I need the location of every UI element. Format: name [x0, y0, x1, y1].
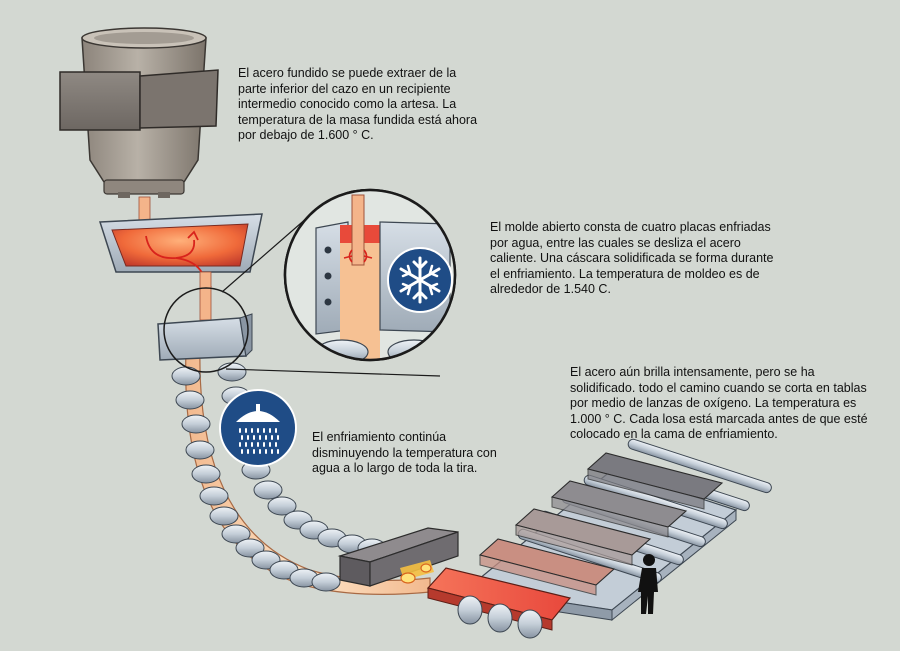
caption-ladle: El acero fundido se puede extraer de la …	[238, 66, 478, 142]
cooling-slab	[478, 538, 616, 596]
strand-roller	[181, 414, 211, 434]
mold-zoom-detail	[283, 188, 457, 362]
cooling-slab	[586, 452, 724, 510]
caption-slab-cutting: El acero aún brilla intensamente, pero s…	[570, 365, 868, 441]
strand-roller	[209, 506, 239, 526]
strand-roller	[175, 390, 205, 410]
cut-slab	[337, 527, 459, 587]
strand-roller	[199, 486, 229, 506]
shower-icon	[219, 389, 297, 467]
cooling-slabs	[478, 452, 724, 596]
cooling-slab	[550, 480, 688, 538]
cooling-slab	[514, 508, 652, 566]
strand-roller	[235, 538, 265, 558]
ladle	[59, 27, 219, 198]
snowflake-icon	[387, 247, 453, 313]
mold	[157, 313, 253, 361]
strand-roller	[185, 440, 215, 460]
strand-roller	[221, 524, 251, 544]
front-rollers	[457, 595, 543, 639]
caption-mold: El molde abierto consta de cuatro placas…	[490, 220, 774, 296]
bed-roller	[627, 438, 772, 494]
strand-roller	[191, 464, 221, 484]
strand-roller	[311, 572, 341, 592]
strand-roller	[267, 496, 297, 516]
tundish-nozzle	[199, 271, 212, 321]
zoom-source-ring	[163, 287, 249, 373]
strand-roller	[171, 366, 201, 386]
strand-roller	[253, 480, 283, 500]
worker-silhouette	[638, 554, 658, 614]
caption-spray-cooling: El enfriamiento continúa disminuyendo la…	[312, 430, 497, 475]
strand-roller	[217, 362, 247, 382]
tundish	[98, 213, 263, 296]
